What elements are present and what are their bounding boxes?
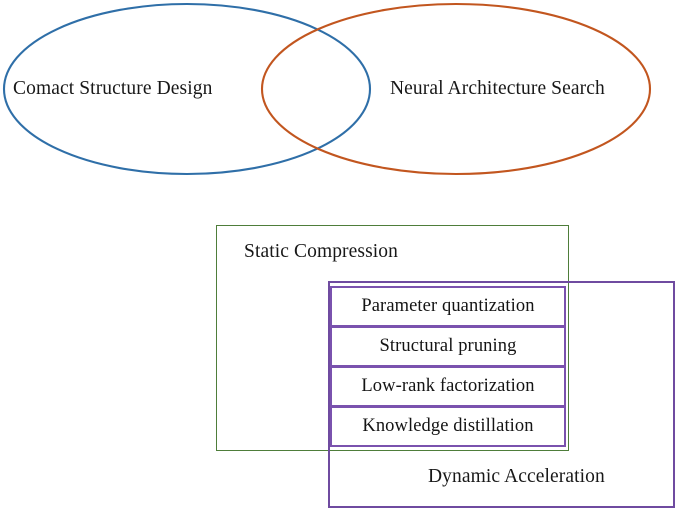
ellipse-compact-structure-design — [2, 2, 372, 176]
method-list: Parameter quantization Structural prunin… — [330, 286, 566, 447]
venn-label-neural-architecture-search: Neural Architecture Search — [390, 78, 605, 99]
method-item: Low-rank factorization — [330, 366, 566, 407]
group-label-dynamic-acceleration: Dynamic Acceleration — [428, 466, 605, 487]
group-box-static-compression — [216, 225, 569, 451]
method-item: Parameter quantization — [330, 286, 566, 327]
venn-label-compact-structure-design: Comact Structure Design — [13, 78, 213, 99]
method-item: Structural pruning — [330, 326, 566, 367]
group-label-static-compression: Static Compression — [244, 241, 399, 262]
ellipse-neural-architecture-search — [260, 2, 652, 176]
group-box-dynamic-acceleration — [328, 281, 675, 508]
method-item: Knowledge distillation — [330, 406, 566, 447]
